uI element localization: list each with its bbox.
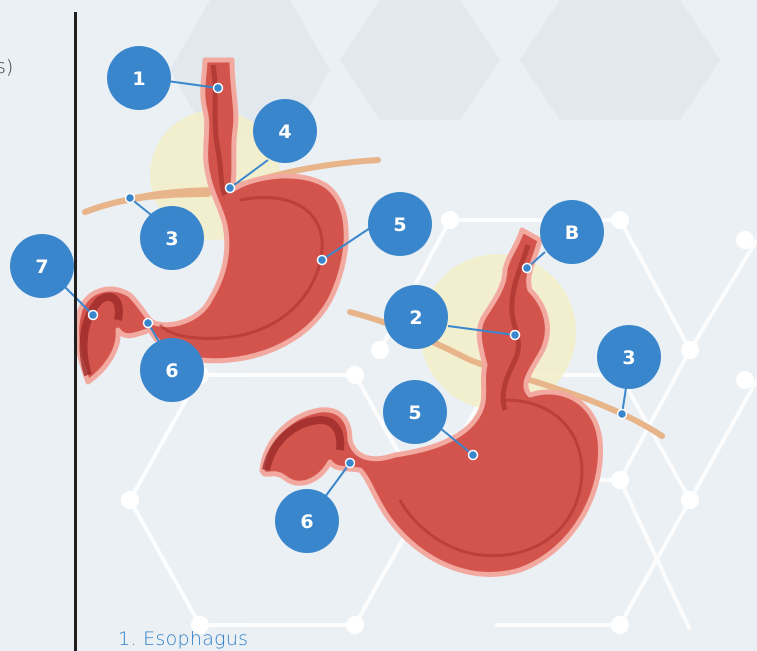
callout-badge-4: 4 [253,99,317,163]
callout-label-B: B [565,222,579,244]
legend-item-esophagus: 1. Esophagus [118,628,248,650]
callout-badge-2: 2 [384,285,448,349]
callout-badge-6-bottom: 6 [275,489,339,553]
callout-label-7: 7 [35,256,48,278]
callout-label-3-top: 3 [165,228,178,250]
callout-badge-6-top: 6 [140,338,204,402]
cut-off-text: s) [0,56,13,78]
callout-badge-7: 7 [10,234,74,298]
callout-label-5-bottom: 5 [408,402,421,424]
faint-background-hexes [170,0,720,140]
callout-label-6-bottom: 6 [300,511,313,533]
callout-badge-5-top: 5 [368,192,432,256]
callout-badge-1: 1 [107,46,171,110]
callout-label-6-top: 6 [165,360,178,382]
callout-badge-B: B [540,200,604,264]
callout-badge-5-bottom: 5 [383,380,447,444]
callout-badge-3-bottom: 3 [597,325,661,389]
callout-label-1: 1 [132,68,145,90]
vertical-divider [74,12,77,651]
callout-badge-3-top: 3 [140,206,204,270]
callout-label-2: 2 [409,307,422,329]
callout-label-4: 4 [278,121,291,143]
stomach-normal [77,60,378,382]
callout-label-5-top: 5 [393,214,406,236]
callout-label-3-bottom: 3 [622,347,635,369]
